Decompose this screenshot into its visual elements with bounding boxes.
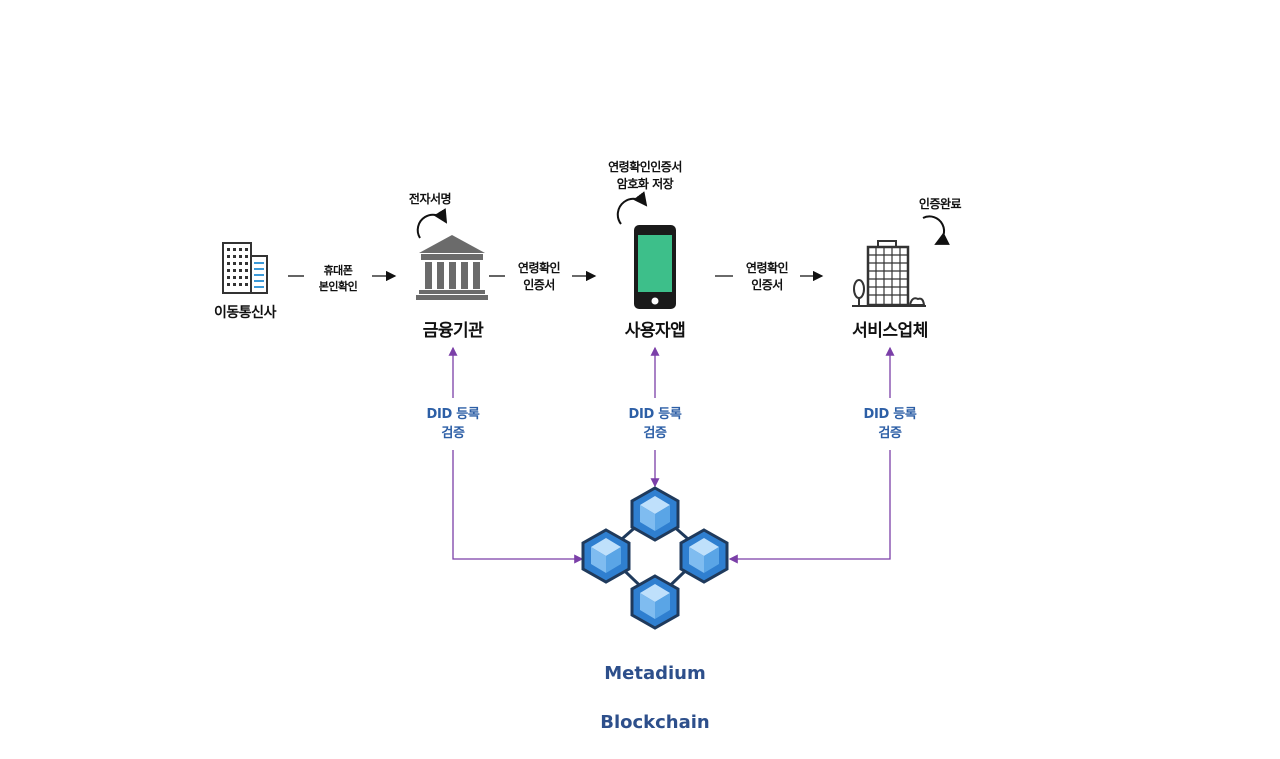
edge-label-app-provider: 연령확인 인증서: [745, 261, 789, 293]
office-building-icon: [852, 240, 926, 307]
edge-label-bank-app: 연령확인 인증서: [517, 261, 561, 293]
node-label-app: 사용자앱: [624, 321, 686, 341]
smartphone-icon: [634, 225, 676, 309]
blockchain-label-line1: Metadium: [604, 663, 706, 685]
node-label-telecom: 이동통신사: [214, 305, 276, 321]
did-label-bank: DID 등록 검증: [426, 407, 480, 441]
blockchain-label: Metadium Blockchain: [565, 638, 745, 759]
blockchain-cube-bottom: [630, 574, 680, 630]
edge-label-telecom-bank: 휴대폰 본인확인: [318, 264, 358, 293]
flow-diagram: 이동통신사 금융기관 사용자앱 서비스업체 휴대폰 본인확인 연령확인 인증서 …: [214, 160, 962, 733]
bank-icon: [416, 235, 488, 300]
rotate-arrow-icon: [416, 191, 950, 245]
did-label-app: DID 등록 검증: [628, 407, 682, 441]
self-action-bank: 전자서명: [408, 192, 452, 206]
blockchain-label-line2: Blockchain: [600, 711, 710, 733]
blockchain-cube-left: [581, 528, 631, 584]
blockchain-cube-right: [679, 528, 729, 584]
diagram-graphics: [222, 191, 950, 630]
node-label-bank: 금융기관: [422, 321, 484, 341]
node-label-provider: 서비스업체: [852, 321, 928, 341]
did-connectors: [448, 346, 895, 564]
self-action-provider: 인증완료: [918, 197, 962, 211]
blockchain-icon: [581, 486, 729, 630]
blockchain-cube-top: [630, 486, 680, 542]
self-action-app: 연령확인인증서 암호화 저장: [608, 160, 682, 192]
building-icon: [222, 242, 268, 294]
did-label-provider: DID 등록 검증: [863, 407, 917, 441]
